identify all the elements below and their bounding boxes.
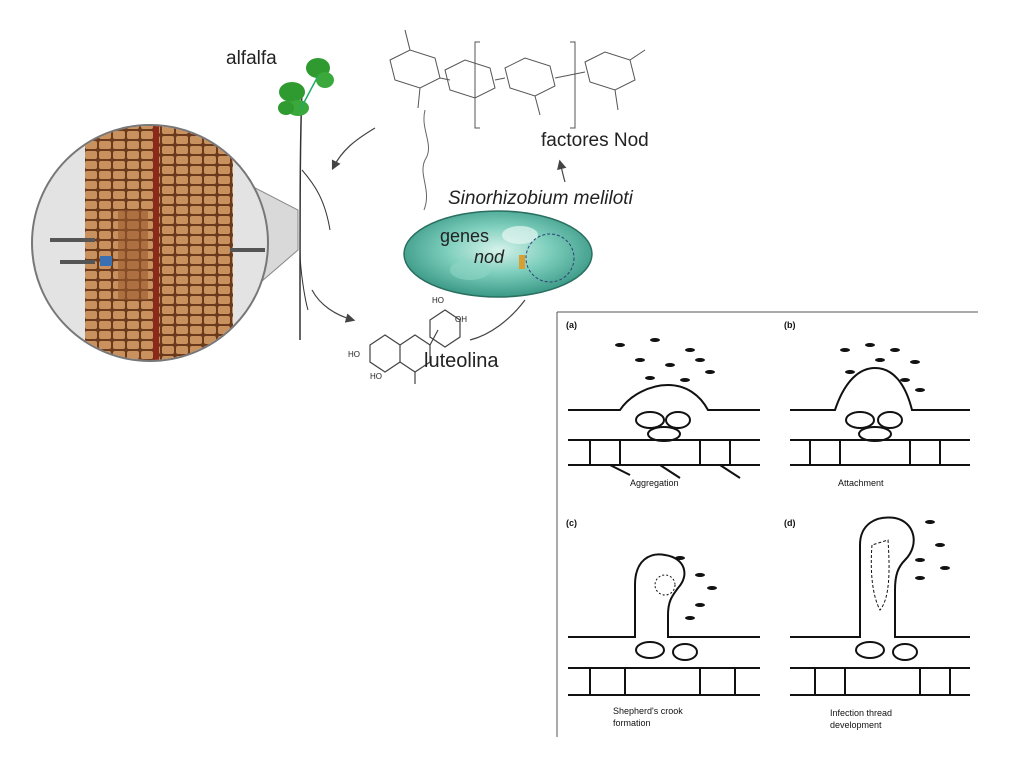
nod-factors-label: factores Nod: [541, 130, 649, 151]
panel-a-drawing: [568, 338, 760, 479]
panel-b-letter: (b): [784, 320, 796, 330]
panel-d-letter: (d): [784, 518, 796, 528]
nod-gene-label: nod: [474, 247, 505, 267]
panel-b-caption: Attachment: [838, 478, 884, 488]
panel-d-caption-line2: development: [830, 720, 882, 730]
panel-b-drawing: [790, 343, 970, 466]
nod-factor-structure: [389, 29, 646, 211]
panel-d-caption-line1: Infection thread: [830, 708, 893, 718]
bacterium: [403, 210, 593, 298]
cycle-arrows: [311, 127, 567, 341]
luteolin-label: luteolina: [424, 350, 499, 372]
panel-c-letter: (c): [566, 518, 577, 528]
alfalfa-plant: [278, 58, 334, 341]
genes-label: genes: [440, 226, 490, 246]
chem-label-oh-top: OH: [455, 315, 467, 324]
chem-label-ho-bottom: HO: [370, 372, 382, 381]
panel-a-caption: Aggregation: [630, 478, 679, 488]
luteolin-structure: [369, 309, 461, 384]
panel-c-drawing: [568, 553, 760, 696]
panel-c-caption-line1: Shepherd's crook: [613, 706, 683, 716]
chem-label-ho-left: HO: [348, 350, 360, 359]
root-magnifier: [31, 124, 299, 362]
panel-a-letter: (a): [566, 320, 577, 330]
panel-d-drawing: [790, 516, 970, 696]
panel-c-caption-line2: formation: [613, 718, 651, 728]
infection-panels: [556, 311, 978, 737]
alfalfa-label: alfalfa: [226, 48, 277, 69]
bacterium-name-label: Sinorhizobium meliloti: [448, 188, 633, 209]
chem-label-ho-top: HO: [432, 296, 444, 305]
